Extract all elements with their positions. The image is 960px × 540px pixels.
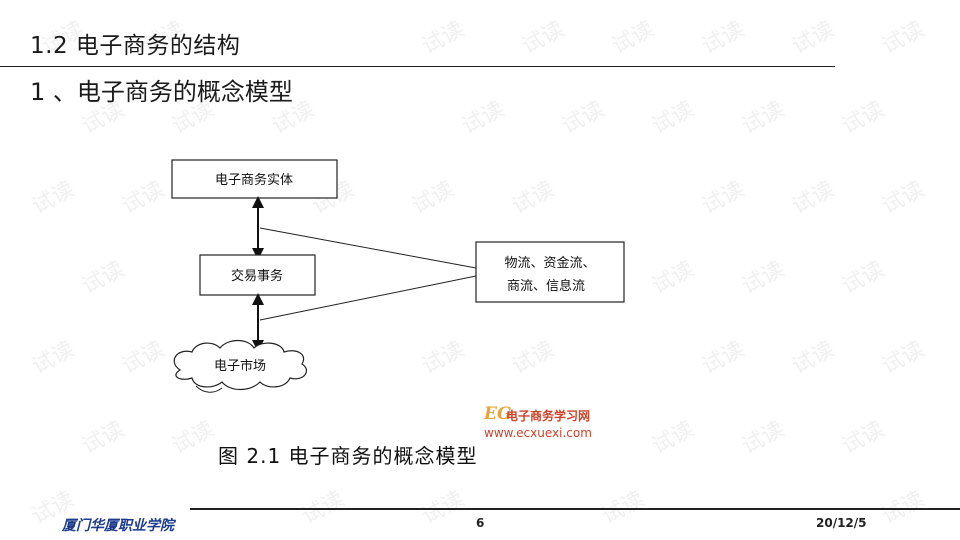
watermark: 试读 [737,416,789,460]
watermark: 试读 [877,176,929,220]
figure-caption: 图 2.1 电子商务的概念模型 [218,444,478,468]
watermark: 试读 [517,16,569,60]
watermark: 试读 [697,336,749,380]
flows-box [475,241,625,303]
flows-label-line1: 物流、资金流、 [504,255,595,271]
watermark: 试读 [27,336,79,380]
watermark: 试读 [647,416,699,460]
transaction-label: 交易事务 [231,268,283,284]
watermark: 试读 [697,176,749,220]
logo-name: 电子商务学习网 [506,409,591,423]
watermark: 试读 [877,16,929,60]
watermark: 试读 [787,336,839,380]
market-cloud-detail [195,385,223,393]
market-label: 电子市场 [214,358,266,374]
flows-label-line2: 商流、信息流 [507,278,585,294]
watermark: 试读 [877,486,929,530]
watermark: 试读 [417,486,469,530]
title-divider [0,66,835,67]
watermark: 试读 [557,96,609,140]
watermark: 试读 [737,256,789,300]
watermark: 试读 [737,96,789,140]
watermark: 试读 [77,416,129,460]
footer-institution: 厦门华厦职业学院 [62,518,174,534]
watermark: 试读 [597,486,649,530]
watermark: 试读 [27,176,79,220]
watermark: 试读 [787,16,839,60]
watermark: 试读 [647,96,699,140]
flow-line-lower [259,275,477,321]
watermark: 试读 [877,336,929,380]
footer-divider [190,508,960,510]
watermark: 试读 [607,16,659,60]
watermark: 试读 [647,256,699,300]
watermark: 试读 [837,416,889,460]
entity-label: 电子商务实体 [215,172,293,188]
sub-title: 1 、电子商务的概念模型 [30,78,293,106]
logo-mark: EG [484,404,512,424]
watermark: 试读 [837,256,889,300]
footer-date: 20/12/5 [816,516,867,530]
watermark: 试读 [697,16,749,60]
entity-box [171,159,338,199]
logo-url: www.ecxuexi.com [484,426,592,440]
market-cloud-shape [173,339,307,391]
watermark: 试读 [77,256,129,300]
watermark: 试读 [837,96,889,140]
footer-page-number: 6 [476,516,485,530]
concept-model-diagram: 电子商务实体 交易事务 物流、资金流、 商流、信息流 电子市场 [171,159,625,393]
watermark: 试读 [297,486,349,530]
watermark: 试读 [787,176,839,220]
watermark: 试读 [417,16,469,60]
flow-line-upper [259,227,477,269]
watermark: 试读 [457,96,509,140]
section-title: 1.2 电子商务的结构 [30,33,241,59]
